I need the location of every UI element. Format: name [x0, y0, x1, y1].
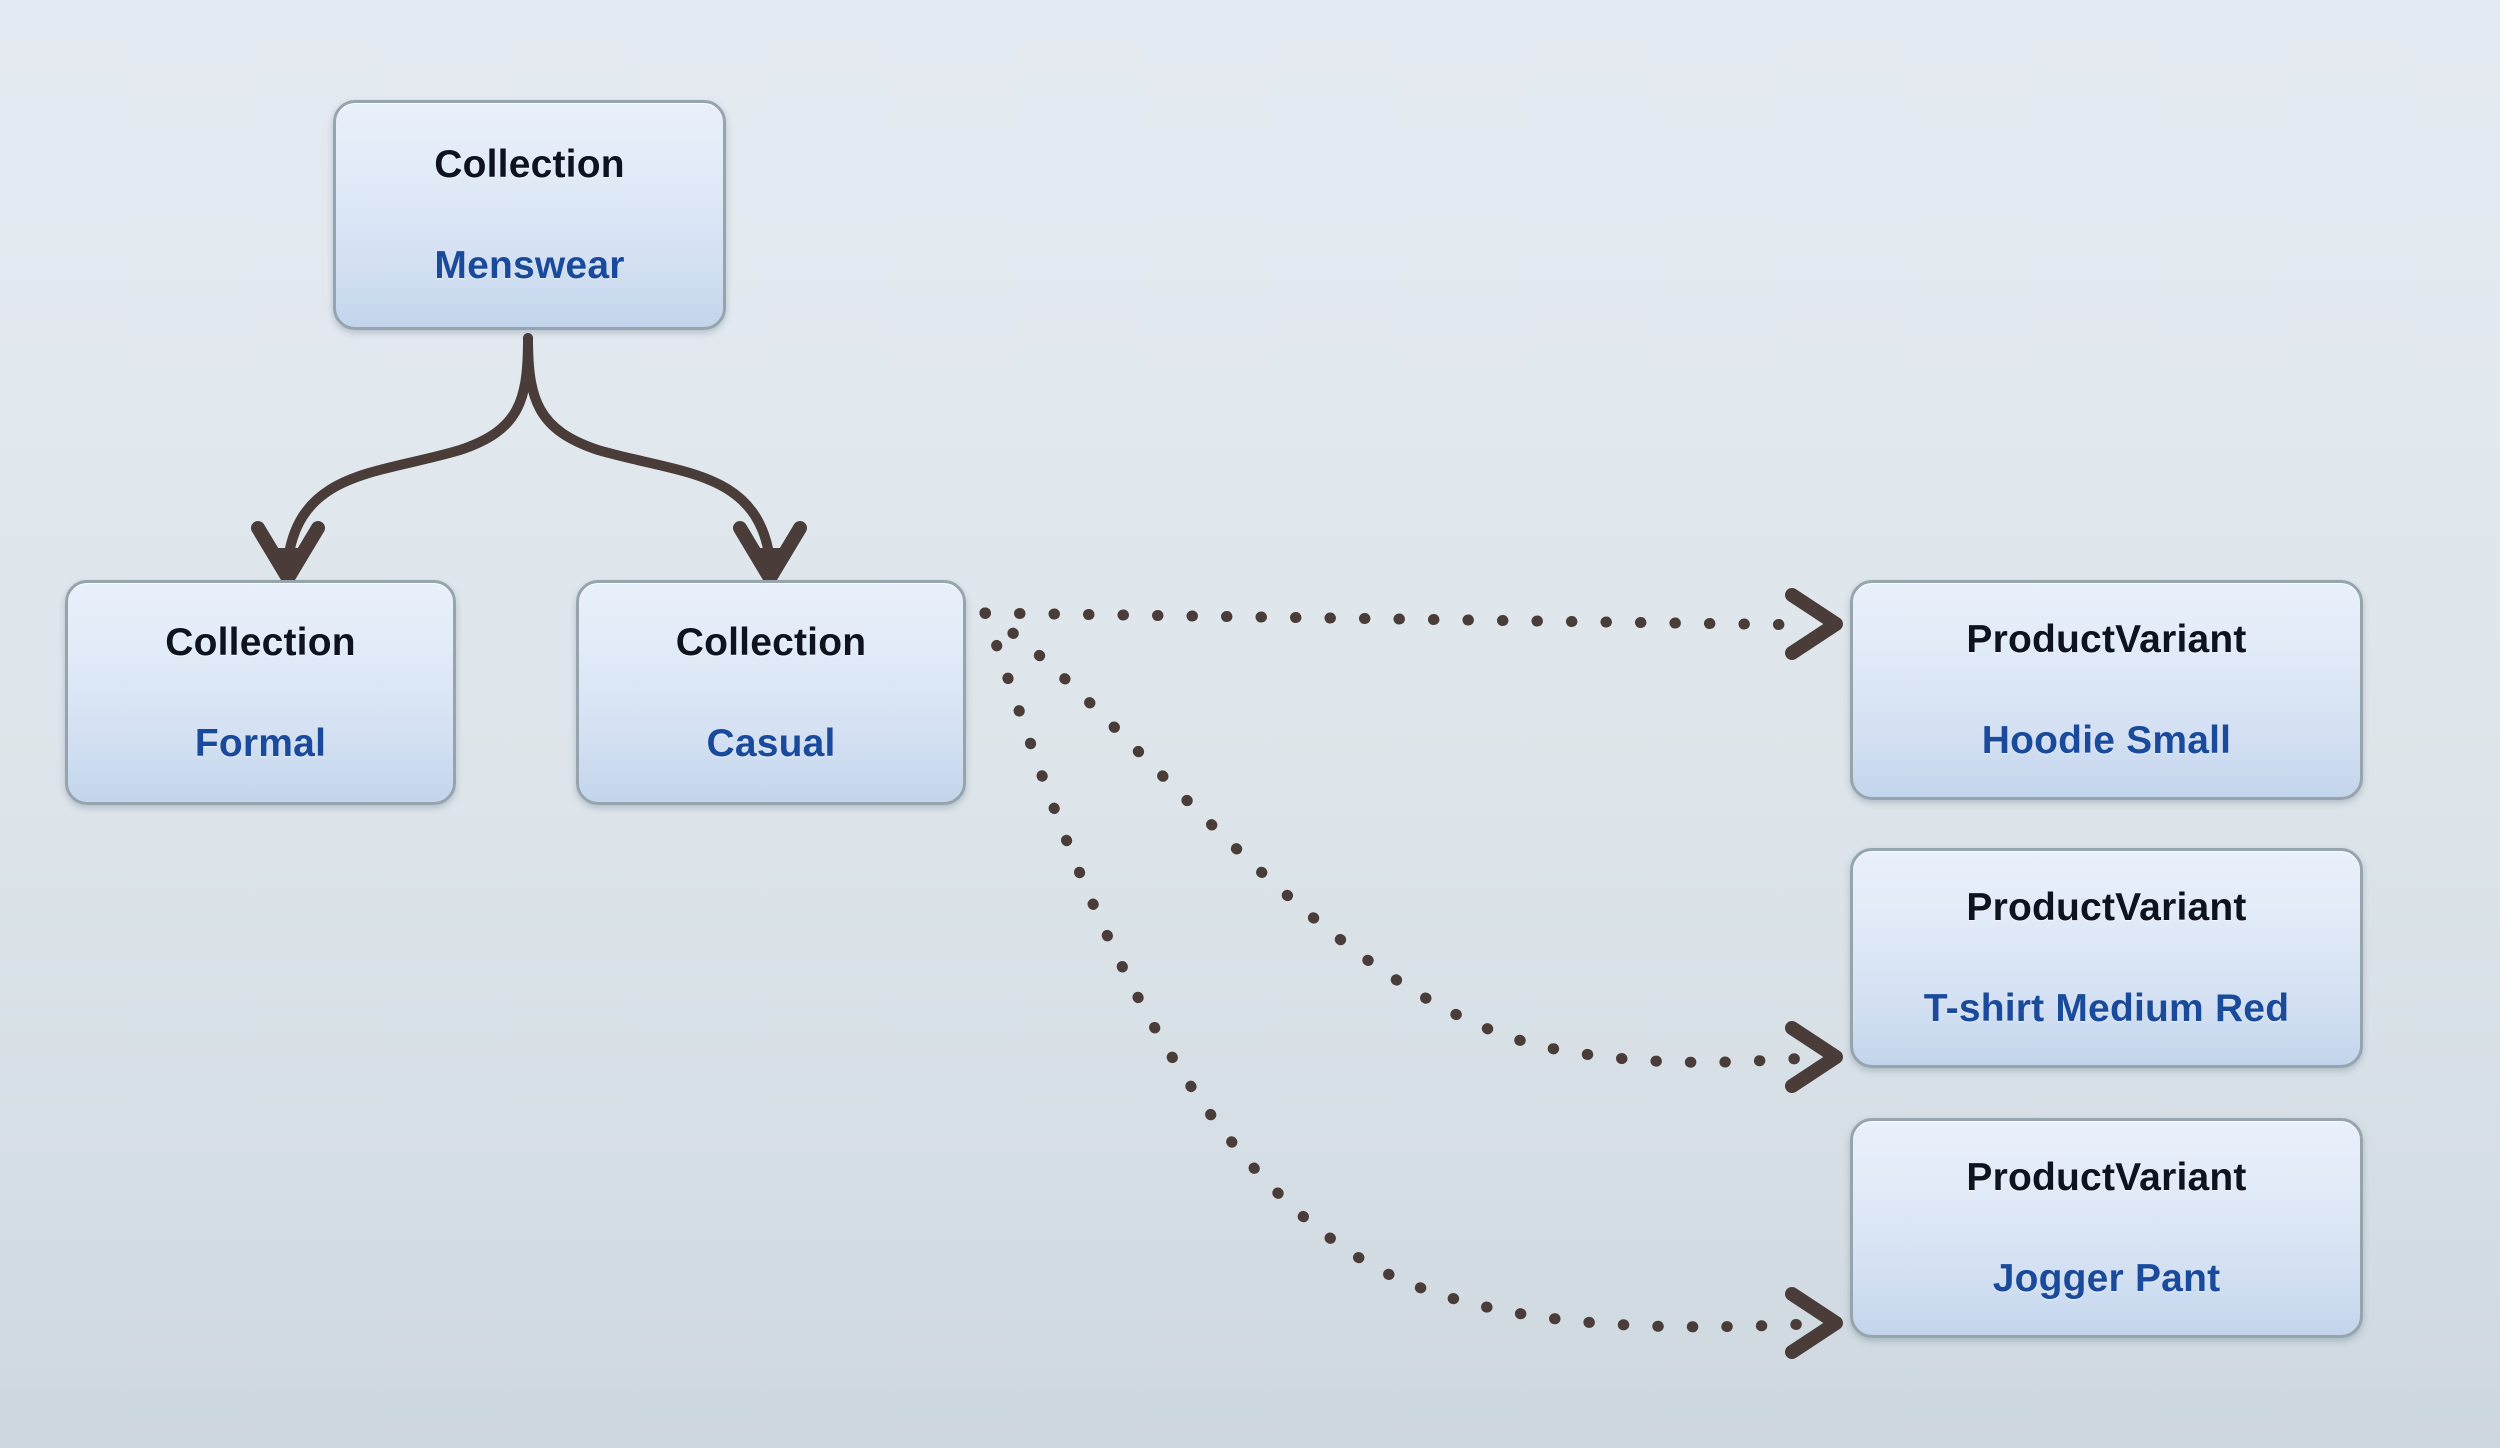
node-value-label: Jogger Pant: [1992, 1257, 2221, 1300]
edge-casual-to-hoodie-small: [979, 588, 1843, 660]
node-value-label: T-shirt Medium Red: [1923, 987, 2290, 1030]
node-value-label: Casual: [706, 721, 836, 765]
node-type-label: ProductVariant: [1966, 1156, 2247, 1199]
node-hoodie-small[interactable]: ProductVariant Hoodie Small: [1850, 580, 2363, 800]
node-casual[interactable]: Collection Casual: [576, 580, 966, 805]
edge-casual-to-tshirt-medium-red: [979, 607, 1843, 1093]
edge-casual-to-jogger-pant: [979, 607, 1843, 1359]
node-type-label: ProductVariant: [1966, 886, 2247, 929]
node-tshirt-medium-red[interactable]: ProductVariant T-shirt Medium Red: [1850, 848, 2363, 1068]
node-value-label: Formal: [194, 721, 327, 765]
node-type-label: Collection: [675, 620, 867, 664]
node-value-label: Menswear: [434, 244, 625, 287]
node-menswear[interactable]: Collection Menswear: [333, 100, 726, 330]
node-type-label: Collection: [165, 620, 356, 664]
node-value-label: Hoodie Small: [1981, 719, 2232, 762]
node-formal[interactable]: Collection Formal: [65, 580, 456, 805]
edge-menswear-to-casual: [523, 333, 807, 585]
node-type-label: ProductVariant: [1966, 618, 2247, 661]
node-jogger-pant[interactable]: ProductVariant Jogger Pant: [1850, 1118, 2363, 1338]
node-type-label: Collection: [434, 143, 625, 186]
edge-menswear-to-formal: [251, 333, 533, 585]
